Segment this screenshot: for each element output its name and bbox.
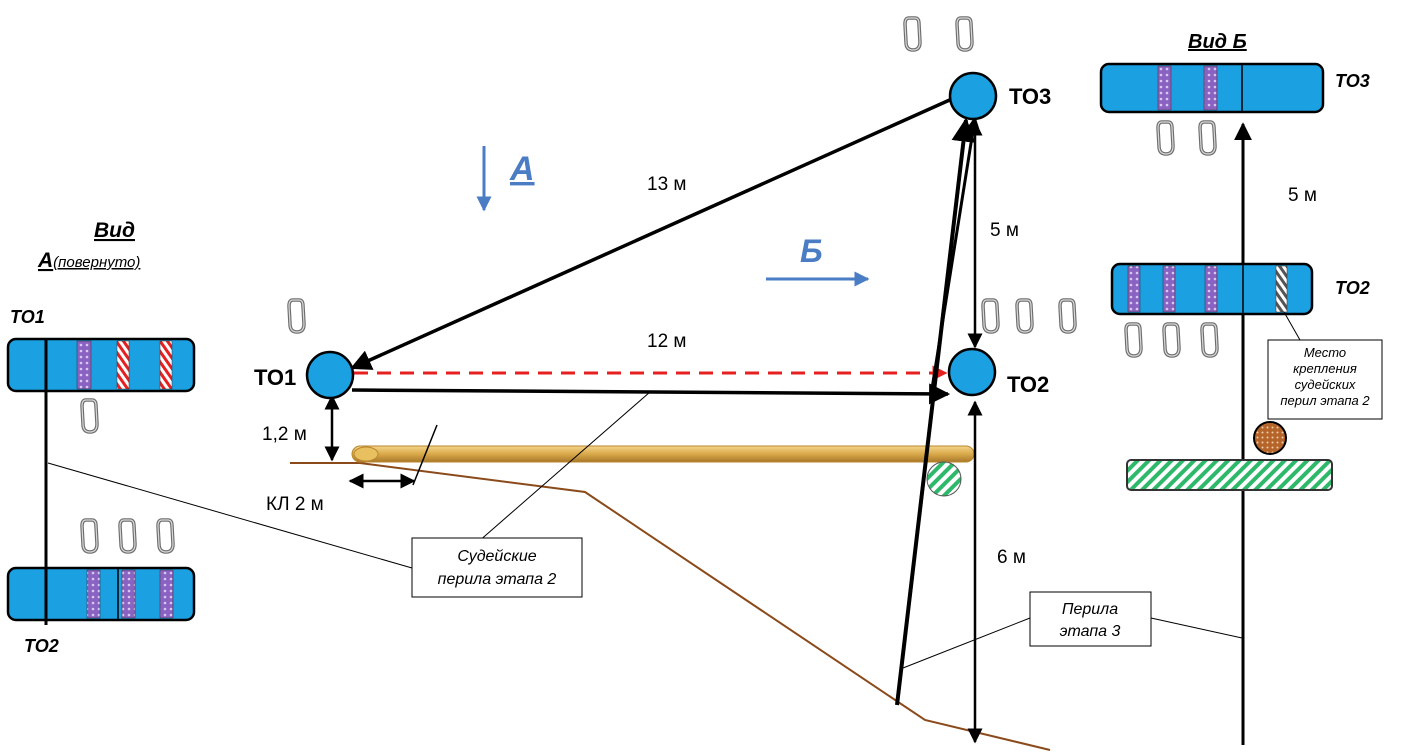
view-a-top-label: ТО1 <box>10 307 45 327</box>
carabiner-icon <box>1156 120 1175 156</box>
carabiner-icon <box>1162 322 1181 358</box>
node-to2 <box>947 347 997 397</box>
callout-stage3-line1: Перила <box>1062 601 1118 618</box>
label-kl-2m: КЛ 2 м <box>266 494 324 515</box>
carabiner-icon <box>955 16 974 52</box>
label-to1: ТО1 <box>254 365 296 390</box>
view-b-hatched-beam <box>1126 459 1333 491</box>
callout-judge-rails-line1: Судейские <box>457 548 536 565</box>
slope-line <box>290 462 1051 751</box>
callout-attach-line3: судейских <box>1295 377 1356 392</box>
label-13m: 13 м <box>647 174 686 195</box>
callout-judge-rails <box>411 537 583 598</box>
view-a-bottom-label: ТО2 <box>24 636 59 656</box>
view-b-to2-label: ТО2 <box>1335 278 1370 298</box>
view-a-subtitle: А(повернуто) <box>37 249 140 272</box>
view-a-beam-top <box>6 337 196 393</box>
carabiner-icon <box>1198 120 1217 156</box>
callout-attach-line4: перил этапа 2 <box>1280 393 1370 408</box>
stage3-rail-1 <box>895 117 976 706</box>
carabiner-icon <box>903 16 922 52</box>
callout-stage3-line2: этапа 3 <box>1060 623 1121 640</box>
label-1-2m: 1,2 м <box>262 424 307 445</box>
label-6m: 6 м <box>997 547 1026 568</box>
carabiner-icon <box>156 518 175 554</box>
callout-attach-line1: Место <box>1304 345 1346 360</box>
view-a-beam-bottom <box>6 566 196 622</box>
view-a-letter: А <box>509 150 535 188</box>
label-to2: ТО2 <box>1007 372 1049 397</box>
callout-judge-rails-line2: перила этапа 2 <box>438 571 557 588</box>
label-5m-view-b: 5 м <box>1288 185 1317 206</box>
carabiner-icon <box>287 298 306 334</box>
view-b-letter: Б <box>800 233 823 269</box>
carabiner-icon <box>1015 298 1034 334</box>
line-to3-to1 <box>350 92 964 370</box>
label-12m: 12 м <box>647 331 686 352</box>
carabiner-icon <box>118 518 137 554</box>
carabiner-icon <box>1058 298 1077 334</box>
label-5m: 5 м <box>990 220 1019 241</box>
carabiner-icon <box>981 298 1000 334</box>
carabiner-icon <box>1124 322 1143 358</box>
node-to1 <box>305 350 355 400</box>
log <box>351 445 975 463</box>
view-b-title: Вид Б <box>1188 31 1247 53</box>
node-to3 <box>948 71 998 121</box>
carabiner-icon <box>1200 322 1219 358</box>
callout-stage3-rails <box>1029 591 1152 647</box>
label-to3: ТО3 <box>1009 84 1051 109</box>
view-a-title: Вид <box>94 219 135 242</box>
callout-attach-point <box>1267 339 1383 420</box>
view-b-log-end <box>1253 421 1287 455</box>
hatched-circle <box>926 461 962 497</box>
carabiner-icon <box>80 398 99 434</box>
callout-attach-line2: крепления <box>1293 361 1357 376</box>
view-b-to3-label: ТО3 <box>1335 71 1370 91</box>
carabiner-icon <box>80 518 99 554</box>
